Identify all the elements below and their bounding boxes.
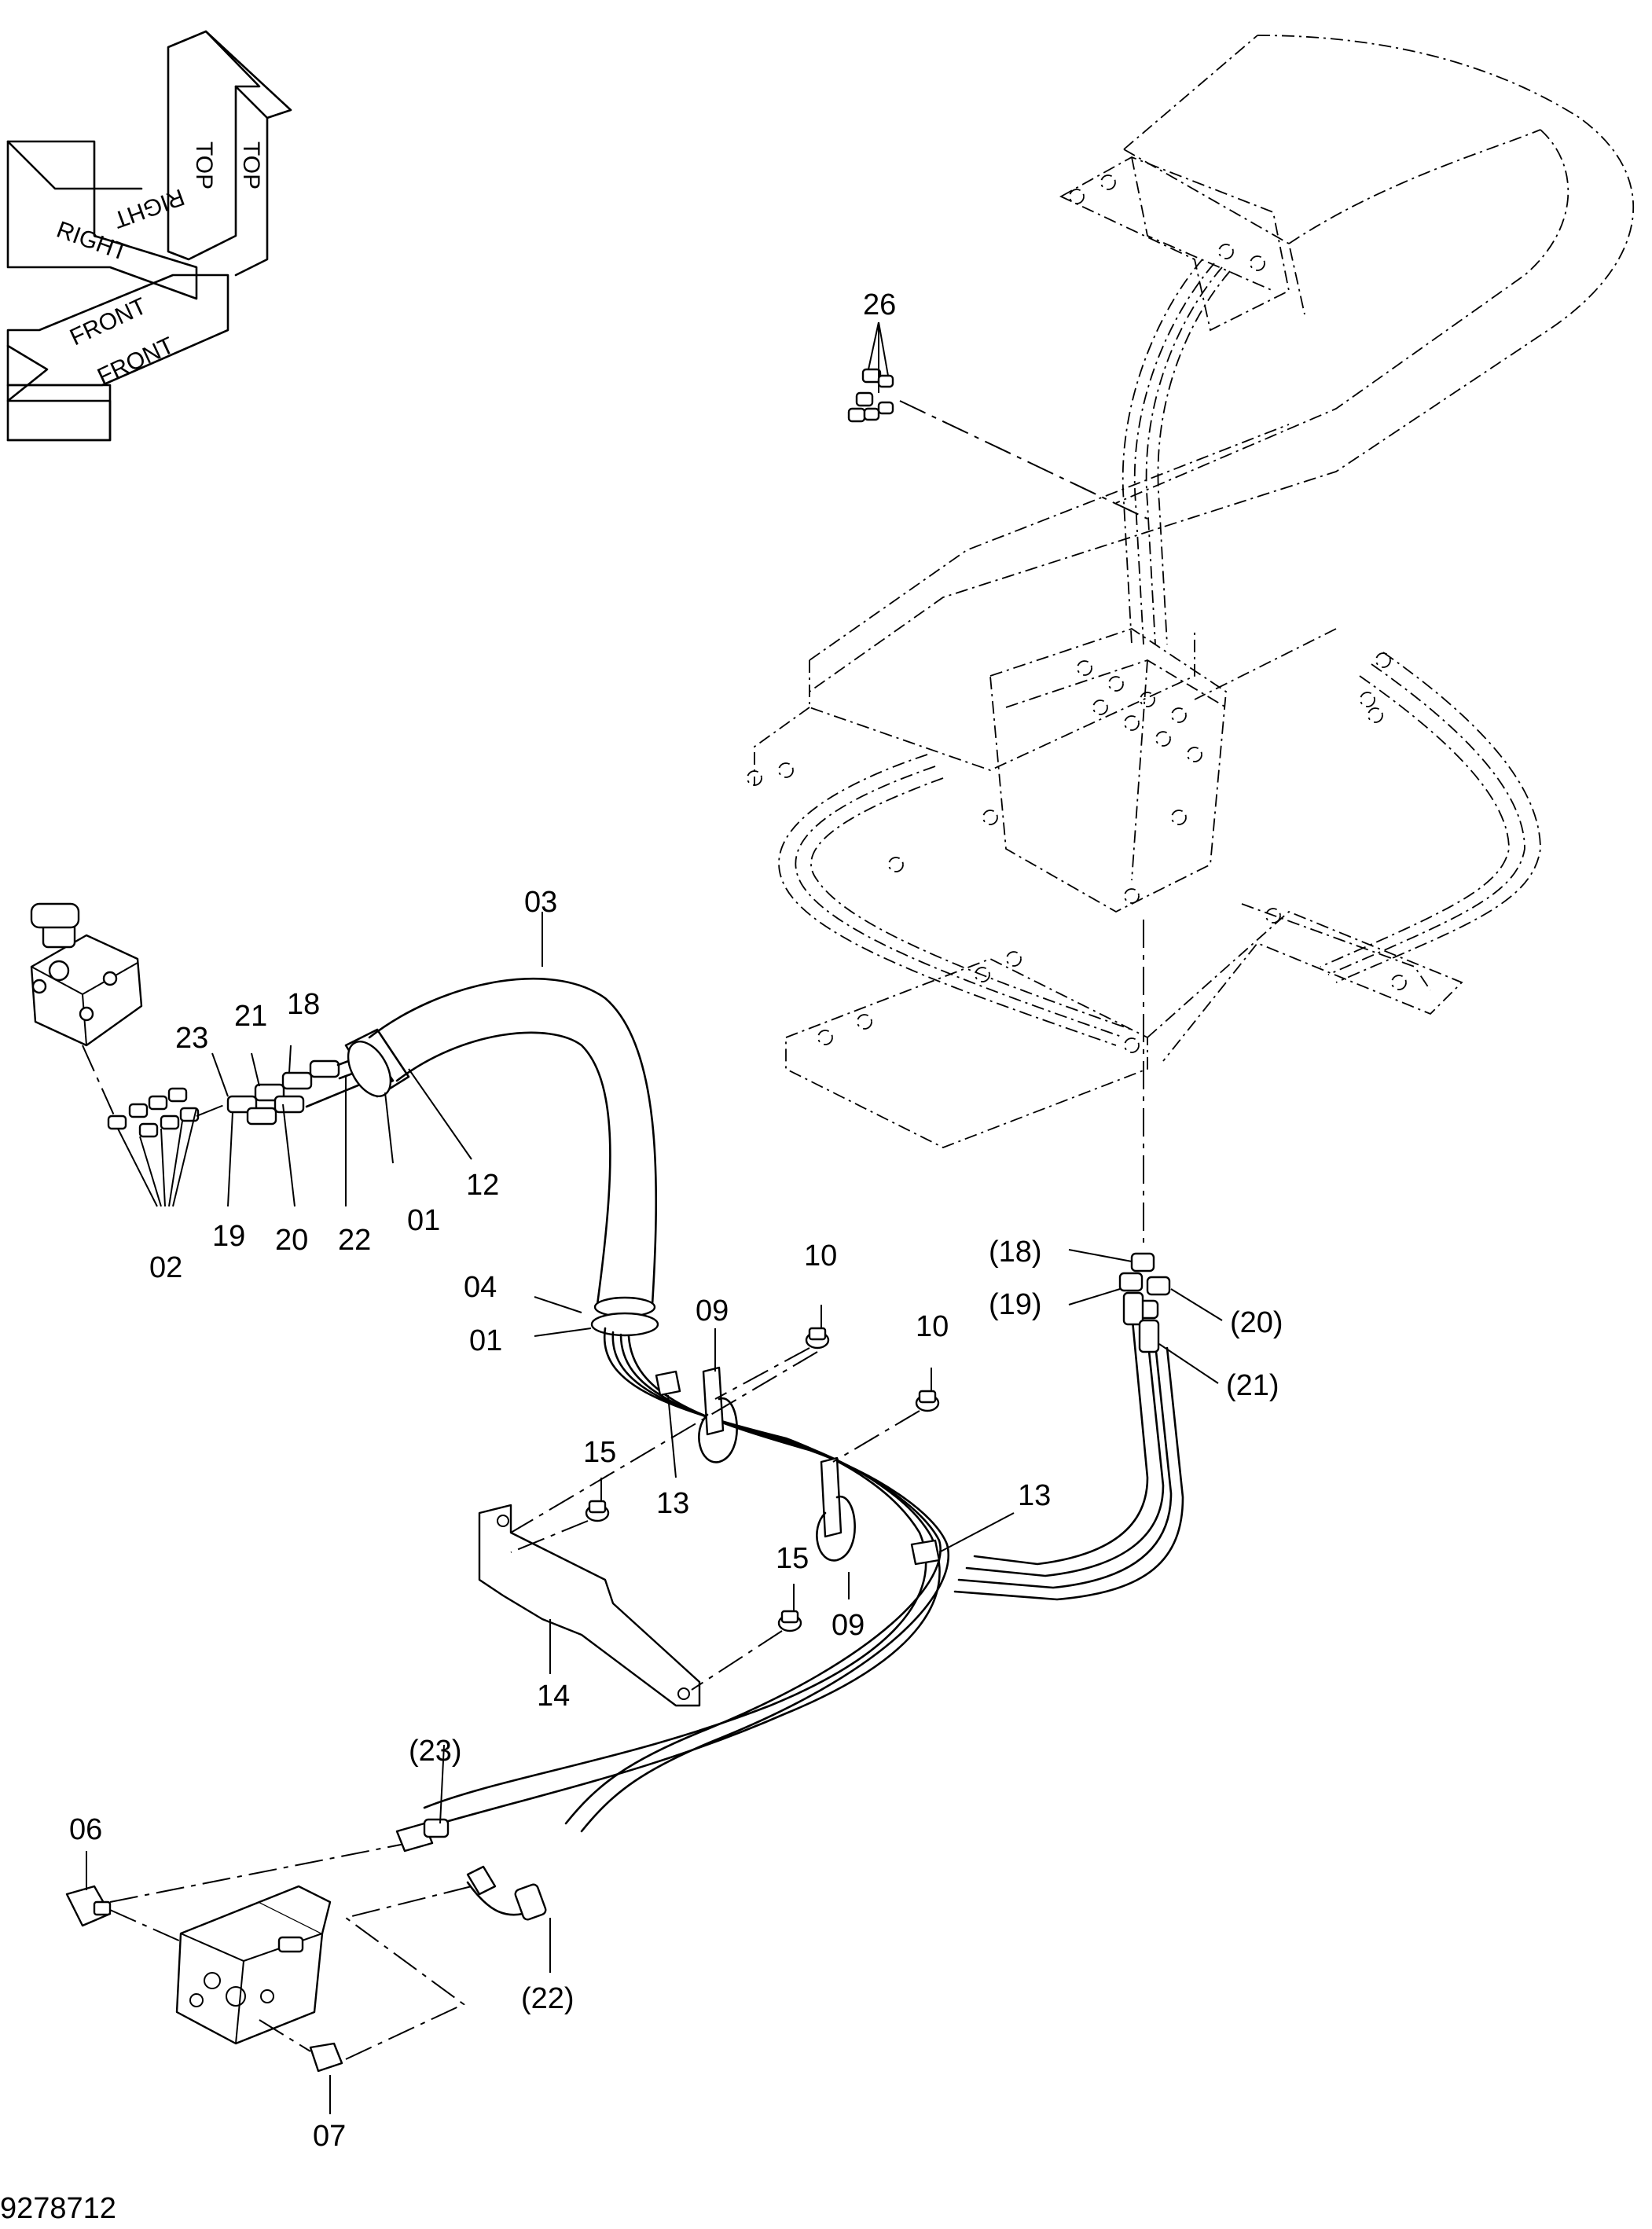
callout-labels: 26 03 18 21 23 12 01 22 20 19 02 04 01 1…: [0, 288, 1283, 2225]
callout-22-ref: (22): [521, 1982, 575, 2015]
callout-20: 20: [275, 1224, 308, 1257]
callout-19: 19: [212, 1220, 245, 1253]
pilot-hose-ends: [196, 1045, 371, 1207]
centerline-part-26: [899, 400, 1148, 520]
callout-07: 07: [313, 2120, 346, 2153]
callout-21-ref: (21): [1226, 1369, 1279, 1402]
callout-10-right: 10: [916, 1310, 949, 1343]
orientation-right-label-1: RIGHT: [110, 183, 188, 233]
callout-23: 23: [175, 1022, 208, 1055]
callout-02: 02: [149, 1251, 182, 1284]
part-10-bolts: [714, 1305, 940, 1463]
callout-09-upper: 09: [696, 1294, 729, 1327]
callout-23-ref: (23): [409, 1735, 462, 1768]
orientation-top-label-1: TOP: [191, 141, 217, 189]
callout-20-ref: (20): [1230, 1306, 1283, 1339]
callout-12: 12: [466, 1169, 499, 1202]
right-hose-ends: [1068, 1249, 1223, 1384]
callout-22: 22: [338, 1224, 371, 1257]
lower-valve-block: [175, 1885, 332, 2045]
drawing-number: 9278712: [0, 2192, 116, 2225]
part-07-fitting: [259, 1886, 472, 2114]
part-15-bolts: [510, 1351, 818, 1691]
callout-13-right: 13: [1018, 1479, 1051, 1512]
orientation-indicator: TOP TOP RIGHT RIGHT FRONT FRONT: [6, 30, 292, 442]
part-09-clamps: [698, 1328, 856, 1599]
callout-26: 26: [863, 288, 896, 321]
machine-structure-outline: [754, 35, 1634, 1148]
orientation-top-label-2: TOP: [238, 141, 264, 189]
orientation-front-label-2: FRONT: [94, 332, 178, 391]
callout-09-lower: 09: [832, 1609, 865, 1642]
part-03-boot: [344, 912, 659, 1337]
callout-14: 14: [537, 1680, 570, 1713]
callout-13-left: 13: [656, 1487, 689, 1520]
structure-fittings: [747, 174, 1407, 1053]
part-06-fitting: [65, 1842, 409, 1942]
callout-18: 18: [287, 988, 320, 1021]
callout-01-lower: 01: [469, 1324, 502, 1357]
part-26-fittings: [847, 321, 894, 423]
part-02-fittings: [107, 1087, 200, 1207]
callout-10-left: 10: [804, 1239, 837, 1272]
lower-hose-ends: [395, 1744, 551, 1973]
part-13-ties: [655, 1370, 1015, 1566]
callout-18-ref: (18): [989, 1236, 1042, 1269]
callout-04: 04: [464, 1271, 497, 1304]
part-14-bracket: [478, 1504, 701, 1707]
callout-01-upper: 01: [407, 1204, 440, 1237]
callout-21: 21: [234, 1000, 267, 1033]
callout-03: 03: [524, 886, 557, 919]
callout-15-upper: 15: [583, 1436, 616, 1469]
callout-15-lower: 15: [776, 1542, 809, 1575]
pilot-valve: [30, 902, 143, 1125]
callout-19-ref: (19): [989, 1288, 1042, 1321]
callout-06: 06: [69, 1813, 102, 1846]
